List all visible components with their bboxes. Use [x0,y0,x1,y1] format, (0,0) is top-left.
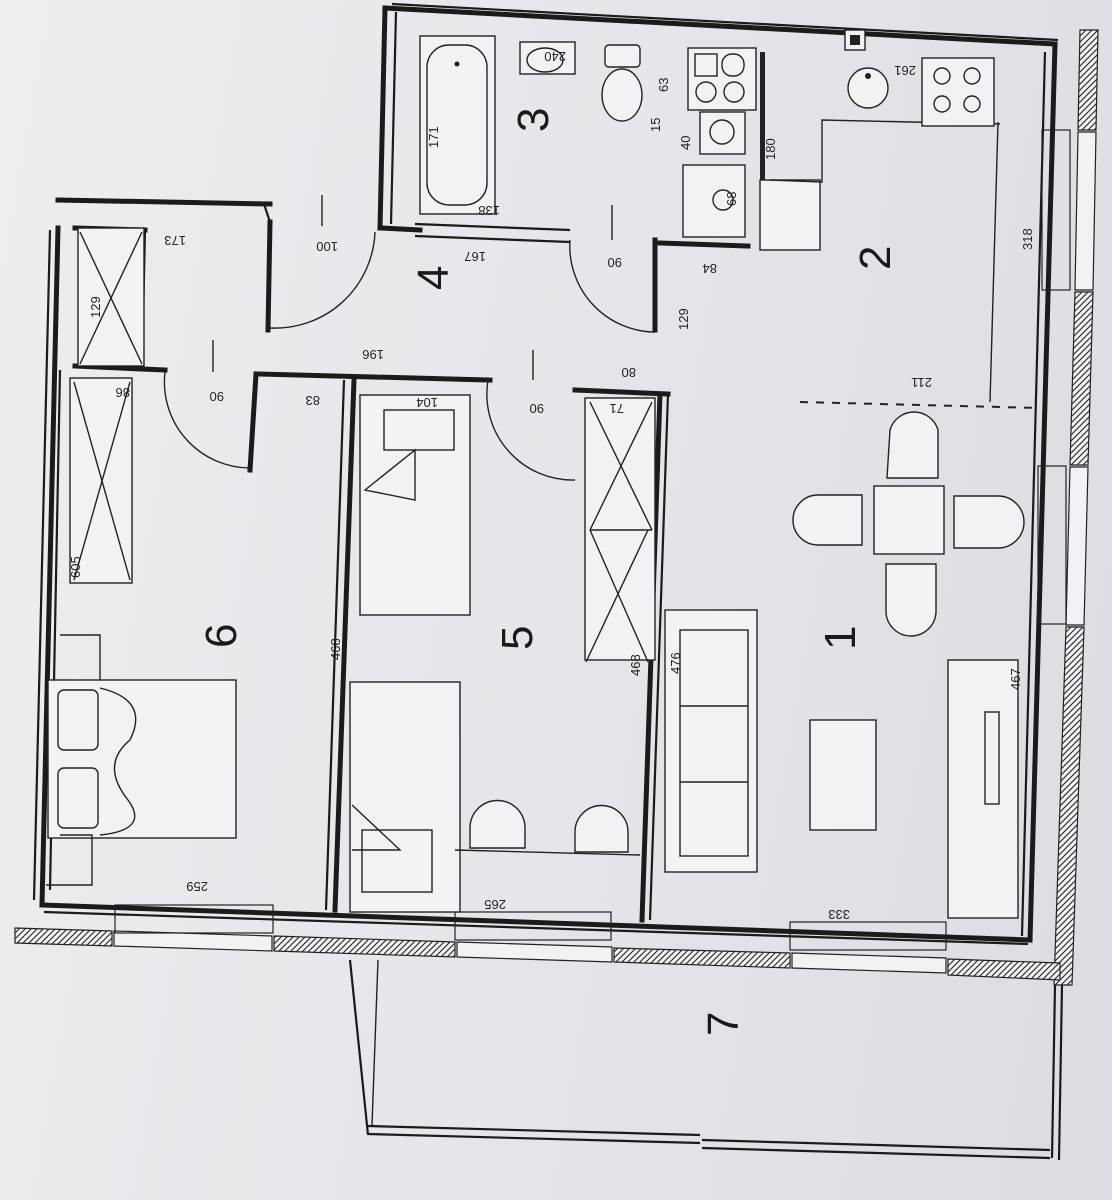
room-number-3: 3 [509,108,558,132]
dim-wall-83: 83 [306,393,320,408]
dim-wc-240: 240 [544,49,566,64]
dim-bed-605: 605 [68,556,83,578]
dim-door-90-room5: 90 [530,401,544,416]
room-number-2: 2 [851,246,900,270]
dim-closet-71: 71 [610,401,624,416]
dim-stack-40: 40 [678,136,693,150]
room-numbers: 3 4 2 1 5 6 7 [197,108,900,1036]
bedroom-fixtures [46,227,237,886]
dim-room5-468: 468 [328,638,343,660]
dim-hall-129: 129 [676,308,691,330]
dim-bed-259: 259 [186,879,208,894]
dim-door-100: 100 [316,239,338,254]
room5-fixtures [349,394,656,913]
dimension-labels: 171 240 63 15 40 180 261 68 138 100 167 … [68,49,1035,922]
dim-kitchen-318: 318 [1020,228,1035,250]
dim-door-90-bath: 90 [608,255,622,270]
balcony [348,959,1064,1161]
dim-sofa-476: 476 [668,652,683,674]
dim-sink-261: 261 [894,63,916,78]
kitchen-fixtures [759,29,1041,409]
dim-wardrobe-129: 129 [88,296,103,318]
dim-basin-68: 68 [724,192,739,206]
room-number-1: 1 [816,626,865,650]
dim-kitchen-180: 180 [763,138,778,160]
door-swings [163,195,656,481]
dim-bath-171: 171 [426,126,441,148]
dim-living-333: 333 [828,907,850,922]
living-fixtures [664,411,1025,919]
dim-closet-80: 80 [622,365,636,380]
room-number-6: 6 [197,624,246,648]
dim-hall-167: 167 [464,249,486,264]
dim-dining-211: 211 [911,375,932,390]
dim-bath-138: 138 [478,203,500,218]
room-number-7: 7 [699,1012,748,1036]
facade-hatching-right [1037,29,1099,986]
exterior-walls [32,2,1059,946]
dim-desk-104: 104 [416,395,438,410]
dim-door-90-bed: 90 [210,389,224,404]
dim-closet-468: 468 [628,654,643,676]
dim-room5-265: 265 [484,897,506,912]
facade-hatching-bottom [14,904,1061,981]
dim-stack-63: 63 [656,78,671,92]
dim-tv-467: 467 [1008,668,1023,690]
dim-hall-84: 84 [703,261,717,276]
dim-stack-15: 15 [648,118,663,132]
dim-hall-196: 196 [362,347,384,362]
dim-wardrobe-173: 173 [164,233,186,248]
bathroom-fixtures [419,35,765,247]
room-number-5: 5 [493,626,542,650]
room-number-4: 4 [409,266,458,290]
dim-wardrobe-86: 86 [116,385,130,400]
